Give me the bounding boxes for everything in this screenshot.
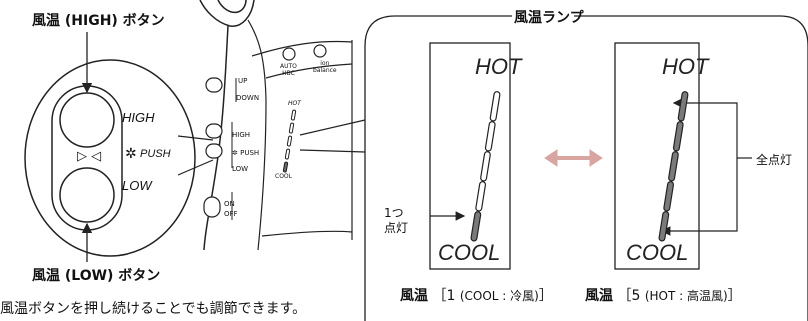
remote-push-label: ✲ PUSH [232,149,260,157]
footer-note: 風温ボタンを押し続けることでも調節できます。 [0,301,307,317]
lamp-segments-cool [470,91,501,242]
low-button-shape [59,167,115,223]
panel-cool-cool-label: COOL [438,240,501,265]
lamp-segment-2-lit [664,182,673,211]
panel-cool-box [429,42,511,270]
swap-arrow [544,149,603,167]
remote-high-label: HIGH [232,131,251,139]
caption-hot: 風温 ［5 (HOT : 高温風)］ [585,288,742,304]
lamp-segment-2-unlit [476,182,485,211]
remote-up-label: UP [238,77,248,85]
remote-off-label: OFF [224,210,238,218]
panel-hot-cool-label: COOL [626,240,689,265]
high-button-shape [59,92,115,148]
snowflake-icon: ✲ [125,146,137,162]
remote-hot-label: HOT [288,100,301,107]
closeup-low-label: LOW [122,178,152,193]
lamp-segment-3-unlit [481,152,490,181]
remote-on-label: ON [224,200,235,208]
lamp-segment-5-lit [678,92,688,121]
closeup-high-label: HIGH [122,110,155,125]
remote-down-label: DOWN [236,94,260,102]
panel-hot-hot-label: HOT [662,54,709,79]
low-button-label: 風温 (LOW) ボタン [32,268,161,284]
remote-low-label: LOW [232,165,249,173]
one-lit-callout: 1つ点灯 [384,206,409,235]
remote-outline [199,0,255,27]
high-button-label: 風温 (HIGH) ボタン [32,13,165,29]
lamp-segments-hot [658,91,689,242]
lamp-segment-4-unlit [486,122,495,151]
lamp-segment-4-lit [674,122,683,151]
caption-cool: 風温 ［1 (COOL : 冷風)］ [400,288,553,304]
lamp-segment-1-lit [659,212,669,241]
lamp-segment-5-unlit [490,92,500,121]
all-lit-callout: 全点灯 [756,153,793,167]
lamp-title: 風温ランプ [514,10,584,26]
remote-cool-label: COOL [275,173,292,180]
lamp-segment-3-lit [669,152,678,181]
triangle-arrows: ▷ ◁ [77,149,102,164]
closeup-push-label: PUSH [140,148,171,160]
remote-mini-lamp [282,109,297,173]
panel-cool-hot-label: HOT [475,54,522,79]
lamp-segment-1-lit [471,212,481,241]
